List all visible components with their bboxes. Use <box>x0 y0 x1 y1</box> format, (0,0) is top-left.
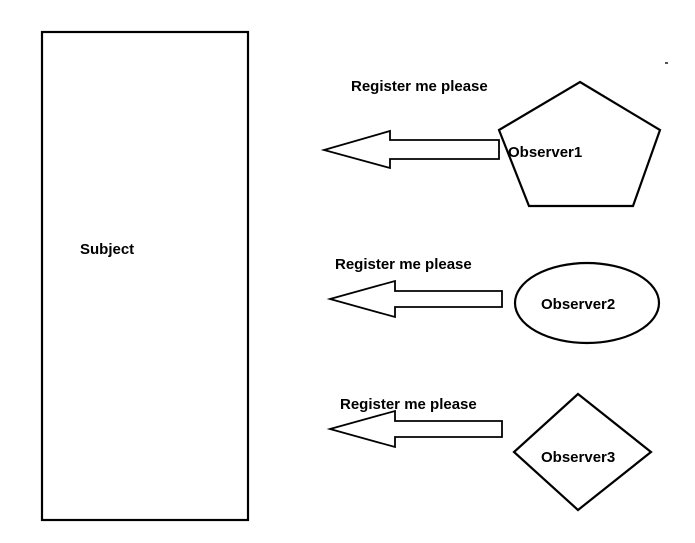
observer2-message: Register me please <box>335 256 472 273</box>
observer1-message: Register me please <box>351 78 488 95</box>
observer2-ellipse-shape <box>513 261 661 345</box>
subject-box <box>40 30 250 522</box>
observer3-label: Observer3 <box>541 449 615 466</box>
subject-label: Subject <box>80 241 134 258</box>
observer3-message: Register me please <box>340 396 477 413</box>
observer1-register-arrow <box>320 129 500 170</box>
observer2-label: Observer2 <box>541 296 615 313</box>
stray-dot-mark <box>665 62 668 64</box>
observer3-register-arrow <box>326 409 503 449</box>
observer3-diamond-shape <box>512 392 653 512</box>
observer2-register-arrow <box>326 279 503 319</box>
observer1-label: Observer1 <box>508 144 582 161</box>
observer1-pentagon-shape <box>497 80 662 208</box>
